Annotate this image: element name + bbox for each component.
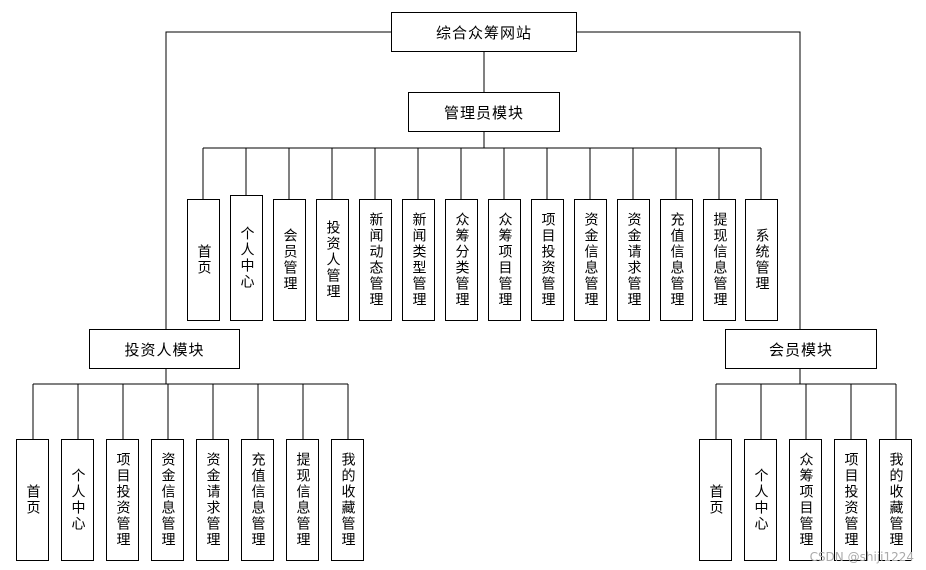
investor-child-label: 资金请求管理 xyxy=(204,452,221,548)
member-child-label: 众筹项目管理 xyxy=(797,452,814,548)
admin-child-node: 提现信息管理 xyxy=(703,199,736,321)
investor-module-label: 投资人模块 xyxy=(124,340,205,359)
admin-child-node: 系统管理 xyxy=(745,199,778,321)
member-module-label: 会员模块 xyxy=(768,340,833,359)
admin-child-node: 众筹项目管理 xyxy=(488,199,521,321)
member-child-node: 众筹项目管理 xyxy=(789,439,822,561)
admin-child-node: 投资人管理 xyxy=(316,199,349,321)
admin-child-node: 资金信息管理 xyxy=(574,199,607,321)
member-child-label: 个人中心 xyxy=(752,468,769,532)
admin-child-label: 项目投资管理 xyxy=(539,212,556,308)
admin-child-node: 个人中心 xyxy=(230,195,263,321)
member-child-node: 项目投资管理 xyxy=(834,439,867,561)
investor-child-label: 充值信息管理 xyxy=(249,452,266,548)
member-child-node: 首页 xyxy=(699,439,732,561)
admin-child-node: 资金请求管理 xyxy=(617,199,650,321)
admin-child-label: 资金信息管理 xyxy=(582,212,599,308)
admin-child-node: 项目投资管理 xyxy=(531,199,564,321)
admin-child-label: 资金请求管理 xyxy=(625,212,642,308)
investor-child-node: 资金信息管理 xyxy=(151,439,184,561)
admin-child-label: 众筹项目管理 xyxy=(496,212,513,308)
admin-child-label: 会员管理 xyxy=(281,228,298,292)
investor-child-label: 我的收藏管理 xyxy=(339,452,356,548)
member-child-label: 首页 xyxy=(707,484,724,516)
admin-child-label: 首页 xyxy=(195,244,212,276)
admin-child-label: 系统管理 xyxy=(753,228,770,292)
admin-child-label: 众筹分类管理 xyxy=(453,212,470,308)
admin-child-node: 新闻动态管理 xyxy=(359,199,392,321)
admin-child-node: 首页 xyxy=(187,199,220,321)
admin-child-label: 新闻类型管理 xyxy=(410,212,427,308)
member-child-node: 个人中心 xyxy=(744,439,777,561)
investor-child-node: 项目投资管理 xyxy=(106,439,139,561)
admin-module-label: 管理员模块 xyxy=(443,103,524,122)
investor-child-label: 项目投资管理 xyxy=(114,452,131,548)
admin-child-node: 充值信息管理 xyxy=(660,199,693,321)
investor-child-node: 充值信息管理 xyxy=(241,439,274,561)
investor-child-node: 资金请求管理 xyxy=(196,439,229,561)
watermark-text: CSDN @shiji1224 xyxy=(809,550,914,564)
root-node-label: 综合众筹网站 xyxy=(435,23,532,42)
investor-child-label: 提现信息管理 xyxy=(294,452,311,548)
admin-module-node: 管理员模块 xyxy=(408,92,560,132)
investor-child-label: 资金信息管理 xyxy=(159,452,176,548)
investor-child-label: 个人中心 xyxy=(69,468,86,532)
admin-child-label: 个人中心 xyxy=(238,226,255,290)
investor-child-node: 个人中心 xyxy=(61,439,94,561)
investor-module-node: 投资人模块 xyxy=(89,329,240,369)
admin-child-node: 众筹分类管理 xyxy=(445,199,478,321)
admin-child-label: 提现信息管理 xyxy=(711,212,728,308)
member-child-label: 项目投资管理 xyxy=(842,452,859,548)
investor-child-node: 提现信息管理 xyxy=(286,439,319,561)
member-module-node: 会员模块 xyxy=(725,329,877,369)
member-child-label: 我的收藏管理 xyxy=(887,452,904,548)
member-child-node: 我的收藏管理 xyxy=(879,439,912,561)
admin-child-node: 新闻类型管理 xyxy=(402,199,435,321)
admin-child-label: 充值信息管理 xyxy=(668,212,685,308)
admin-child-node: 会员管理 xyxy=(273,199,306,321)
investor-child-label: 首页 xyxy=(24,484,41,516)
admin-child-label: 投资人管理 xyxy=(324,220,341,300)
investor-child-node: 我的收藏管理 xyxy=(331,439,364,561)
investor-child-node: 首页 xyxy=(16,439,49,561)
admin-child-label: 新闻动态管理 xyxy=(367,212,384,308)
root-node: 综合众筹网站 xyxy=(391,12,577,52)
